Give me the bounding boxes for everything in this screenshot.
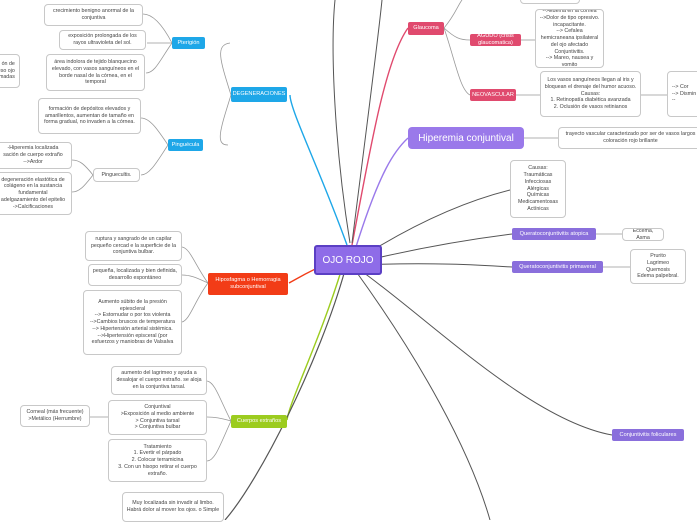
hiposfagma-item-ruptura[interactable]: ruptura y sangrado de un capilar pequeño… — [85, 231, 182, 261]
glaucoma-cut-node[interactable]: --> Cor --> Dismin -- — [667, 71, 697, 117]
pinguecultis-degeneracion[interactable]: degeneración elastótica de colágeno en l… — [0, 172, 72, 215]
pinguecultis-node[interactable]: Pinguecultis. — [93, 168, 140, 182]
cuerpos-item-tratamiento[interactable]: Tratamiento 1. Evertir el párpado 2. Col… — [108, 439, 207, 482]
branch-glaucoma-agudo[interactable]: AGUDO (crisis glaucomatica) — [470, 34, 521, 46]
central-topic-ojo-rojo[interactable]: OJO ROJO — [314, 245, 382, 275]
branch-degeneraciones[interactable]: DEGENERACIONES — [231, 87, 287, 102]
glaucoma-top-fragment[interactable]: ruborada — [520, 0, 580, 4]
branch-queratoconjuntivitis-primaveral[interactable]: Queratoconjuntivitis primaveral — [512, 261, 603, 273]
branch-glaucoma[interactable]: Glaucoma — [408, 22, 444, 35]
cuerpos-bottom-node[interactable]: Muy localizada sin invadir al limbo. Hab… — [122, 492, 224, 522]
hiposfagma-item-causas[interactable]: Aumento súbito de la presión epiescleral… — [83, 290, 182, 355]
queratoconjuntivitis-causas[interactable]: Causas: Traumáticas Infecciosas Alérgica… — [510, 160, 566, 218]
pterigion-cut-node[interactable]: ón de ceso ojo madas — [0, 54, 20, 88]
branch-pterigion[interactable]: Pterigión — [172, 37, 205, 49]
branch-pinguecula[interactable]: Pinguécula — [168, 139, 203, 151]
pinguecultis-sintomas[interactable]: -Hiperemia localizada sación de cuerpo e… — [0, 142, 72, 169]
pinguecula-descripcion[interactable]: formación de depósitos elevados y amaril… — [38, 98, 141, 134]
pterigion-item-definicion[interactable]: crecimiento benigno anormal de la conjun… — [44, 4, 143, 26]
branch-glaucoma-neovascular[interactable]: NEOVASCULAR — [470, 89, 516, 101]
cuerpos-corneal[interactable]: Corneal (más frecuente) >Metálico (Herru… — [20, 405, 90, 427]
hiperemia-descripcion[interactable]: trayecto vascular caracterizado por ser … — [558, 127, 697, 149]
hiposfagma-item-aspecto[interactable]: pequeña, localizada y bien definida, des… — [88, 264, 182, 286]
branch-queratoconjuntivitis-atopica[interactable]: Queratoconjuntivitis atopica — [512, 228, 596, 240]
branch-hiperemia-conjuntival[interactable]: Hiperemia conjuntival — [408, 127, 524, 149]
branch-hiposfagma[interactable]: Hiposfagma o Hemorragia subconjuntival — [208, 273, 288, 295]
pterigion-item-aspecto[interactable]: área indolora de tejido blanquecino elev… — [46, 54, 145, 91]
glaucoma-neovascular-descripcion[interactable]: Los vasos sanguíneos llegan al iris y bl… — [540, 71, 641, 117]
primaveral-sintomas[interactable]: Prurito Lagrimeo Quemosis Edema palpebra… — [630, 249, 686, 284]
cuerpos-item-conjuntival[interactable]: Conjuntival >Exposición al medio ambient… — [108, 400, 207, 435]
pterigion-item-causa[interactable]: exposición prolongada de los rayos ultra… — [59, 30, 146, 50]
branch-cuerpos-extranos[interactable]: Cuerpos extraños — [231, 415, 287, 428]
glaucoma-agudo-sintomas[interactable]: -->Edema en la cornea -->Dolor de tipo o… — [535, 9, 604, 68]
branch-conjuntivitis-foliculares[interactable]: Conjuntivitis foliculares — [612, 429, 684, 441]
atopica-eccema-asma[interactable]: Eccema, Asma — [622, 228, 664, 241]
cuerpos-item-lagrimeo[interactable]: aumento del lagrimeo y ayuda a desalojar… — [111, 366, 207, 395]
